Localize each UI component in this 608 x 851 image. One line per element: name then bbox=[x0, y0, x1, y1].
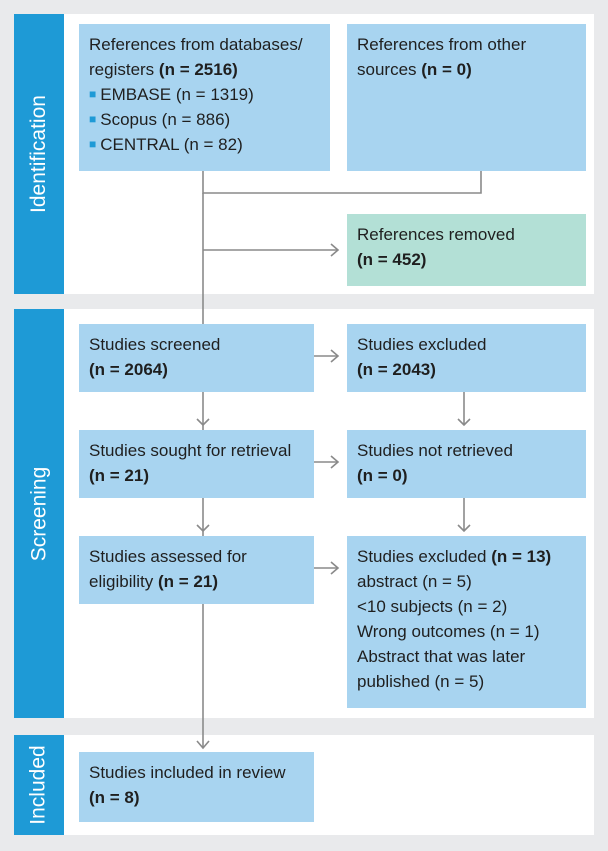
source-embase: ■EMBASE (n = 1319) bbox=[89, 85, 254, 104]
studies-sought-box: Studies sought for retrieval (n = 21) bbox=[79, 430, 314, 498]
arrow-to-sought bbox=[196, 418, 210, 427]
studies-assessed-text: Studies assessed for eligibility bbox=[89, 547, 247, 591]
studies-excluded-text: Studies excluded bbox=[357, 335, 487, 354]
database-references-count: (n = 2516) bbox=[158, 60, 238, 79]
studies-not-retrieved-count: (n = 0) bbox=[357, 466, 408, 485]
studies-excluded-eligibility-count: (n = 13) bbox=[491, 547, 552, 566]
studies-excluded-eligibility-box: Studies excluded (n = 13) abstract (n = … bbox=[347, 536, 586, 708]
included-label: Included bbox=[14, 735, 64, 835]
studies-sought-text: Studies sought for retrieval bbox=[89, 441, 292, 460]
arrow-to-included bbox=[196, 740, 210, 750]
exclusion-reason: abstract (n = 5) bbox=[357, 572, 472, 591]
studies-assessed-count: (n = 21) bbox=[157, 572, 218, 591]
references-removed-count: (n = 452) bbox=[357, 250, 427, 269]
other-sources-count: (n = 0) bbox=[421, 60, 472, 79]
references-removed-text: References removed bbox=[357, 225, 515, 244]
references-removed-box: References removed (n = 452) bbox=[347, 214, 586, 286]
studies-not-retrieved-text: Studies not retrieved bbox=[357, 441, 513, 460]
exclusion-reason: <10 subjects (n = 2) bbox=[357, 597, 508, 616]
studies-screened-box: Studies screened (n = 2064) bbox=[79, 324, 314, 392]
studies-sought-count: (n = 21) bbox=[89, 466, 149, 485]
studies-screened-text: Studies screened bbox=[89, 335, 221, 354]
database-references-text: References from databases/ registers bbox=[89, 35, 303, 79]
studies-excluded-count: (n = 2043) bbox=[357, 360, 436, 379]
exclusion-reason: Abstract that was later published (n = 5… bbox=[357, 647, 526, 691]
studies-included-text: Studies included in review bbox=[89, 763, 286, 782]
studies-assessed-box: Studies assessed for eligibility (n = 21… bbox=[79, 536, 314, 604]
other-sources-box: References from other sources (n = 0) bbox=[347, 24, 586, 171]
studies-excluded-box: Studies excluded (n = 2043) bbox=[347, 324, 586, 392]
source-central: ■CENTRAL (n = 82) bbox=[89, 135, 243, 154]
source-scopus: ■Scopus (n = 886) bbox=[89, 110, 231, 129]
studies-screened-count: (n = 2064) bbox=[89, 360, 168, 379]
other-sources-text: References from other sources bbox=[357, 35, 527, 79]
studies-included-count: (n = 8) bbox=[89, 788, 140, 807]
studies-not-retrieved-box: Studies not retrieved (n = 0) bbox=[347, 430, 586, 498]
studies-excluded-eligibility-text: Studies excluded bbox=[357, 547, 487, 566]
studies-included-box: Studies included in review (n = 8) bbox=[79, 752, 314, 822]
database-references-box: References from databases/ registers (n … bbox=[79, 24, 330, 171]
screening-label: Screening bbox=[14, 309, 64, 718]
merge-connector bbox=[202, 171, 482, 194]
arrow-to-assessed bbox=[196, 524, 210, 533]
exclusion-reason: Wrong outcomes (n = 1) bbox=[357, 622, 540, 641]
identification-label: Identification bbox=[14, 14, 64, 294]
